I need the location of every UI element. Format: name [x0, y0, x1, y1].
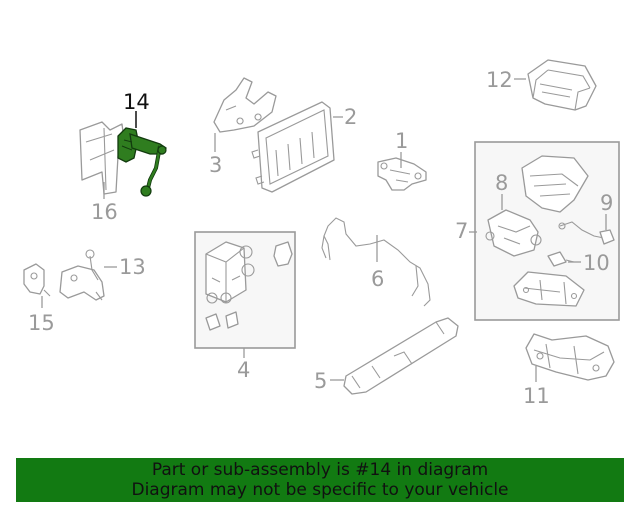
part-12-cover[interactable] — [527, 59, 597, 111]
callout-14: 14 — [123, 90, 150, 114]
part-1-sensor[interactable] — [377, 157, 427, 191]
callout-2: 2 — [344, 105, 357, 129]
notice-banner: Part or sub-assembly is #14 in diagram D… — [16, 458, 624, 502]
callout-11: 11 — [523, 384, 550, 408]
part-7-bracket[interactable] — [513, 271, 585, 307]
banner-line-2: Diagram may not be specific to your vehi… — [131, 480, 509, 500]
banner-line-1: Part or sub-assembly is #14 in diagram — [151, 460, 489, 480]
callout-3: 3 — [209, 153, 222, 177]
callout-12: 12 — [486, 68, 513, 92]
part-11-mount-bracket[interactable] — [525, 333, 615, 381]
callout-5: 5 — [314, 369, 327, 393]
callout-10: 10 — [583, 251, 610, 275]
callout-13: 13 — [119, 255, 146, 279]
callout-15: 15 — [28, 311, 55, 335]
part-2-control-module[interactable] — [251, 101, 335, 193]
part-8-compressor[interactable] — [485, 209, 542, 257]
part-7-compressor-cover[interactable] — [521, 155, 589, 213]
part-9-connector[interactable] — [558, 221, 615, 245]
callout-8: 8 — [495, 171, 508, 195]
callout-7: 7 — [455, 219, 468, 243]
callout-16: 16 — [91, 200, 118, 224]
callout-9: 9 — [600, 191, 613, 215]
part-6-wire-harness[interactable] — [321, 217, 431, 307]
part-3-bracket[interactable] — [213, 77, 277, 133]
callout-1: 1 — [395, 129, 408, 153]
part-14-height-sensor[interactable] — [117, 127, 167, 197]
part-13-link[interactable] — [59, 249, 105, 301]
part-4-valve-block[interactable] — [205, 241, 293, 331]
part-16-shield[interactable] — [79, 121, 125, 195]
part-15-clip[interactable] — [23, 263, 51, 297]
part-5-air-reservoir[interactable] — [343, 317, 459, 395]
callout-6: 6 — [371, 267, 384, 291]
callout-4: 4 — [237, 358, 250, 382]
